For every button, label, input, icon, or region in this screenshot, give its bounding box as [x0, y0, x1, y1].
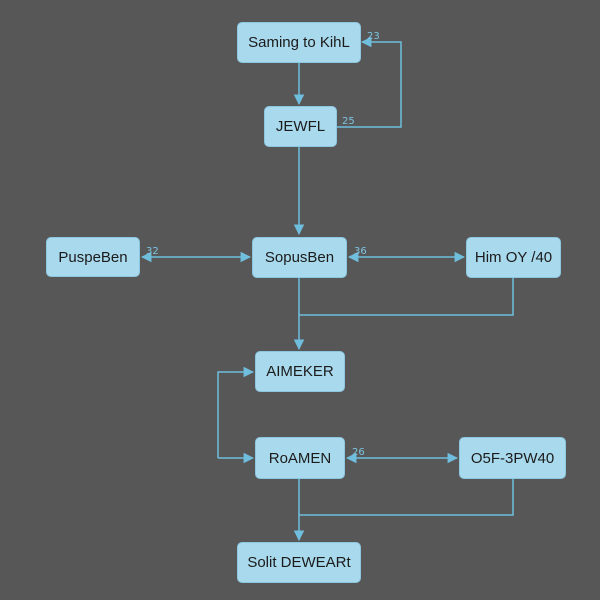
node-solit-dewaert[interactable]: Solit DEWEARt	[237, 542, 361, 583]
edge-n6-n7-loop	[217, 366, 255, 458]
node-jewfl[interactable]: JEWFL	[264, 106, 337, 147]
edge-label-32: 32	[146, 246, 159, 257]
node-puspeben[interactable]: PuspeBen	[46, 237, 140, 277]
edge-label-26: 26	[352, 447, 365, 458]
edge-n8-merge	[299, 479, 514, 516]
edge-n2-n1-loop	[337, 36, 402, 128]
node-saming-to-kihl[interactable]: Saming to KihL	[237, 22, 361, 63]
node-him-oy-40[interactable]: Him OY /40	[466, 237, 561, 278]
edge-label-25: 25	[342, 116, 355, 127]
node-roamen[interactable]: RoAMEN	[255, 437, 345, 479]
node-aimeker[interactable]: AIMEKER	[255, 351, 345, 392]
edge-n5-merge	[299, 278, 514, 316]
edge-label-36: 36	[354, 246, 367, 257]
node-sopusben[interactable]: SopusBen	[252, 237, 347, 278]
node-o5f-3pw40[interactable]: O5F-3PW40	[459, 437, 566, 479]
edge-label-23: 23	[367, 31, 380, 42]
